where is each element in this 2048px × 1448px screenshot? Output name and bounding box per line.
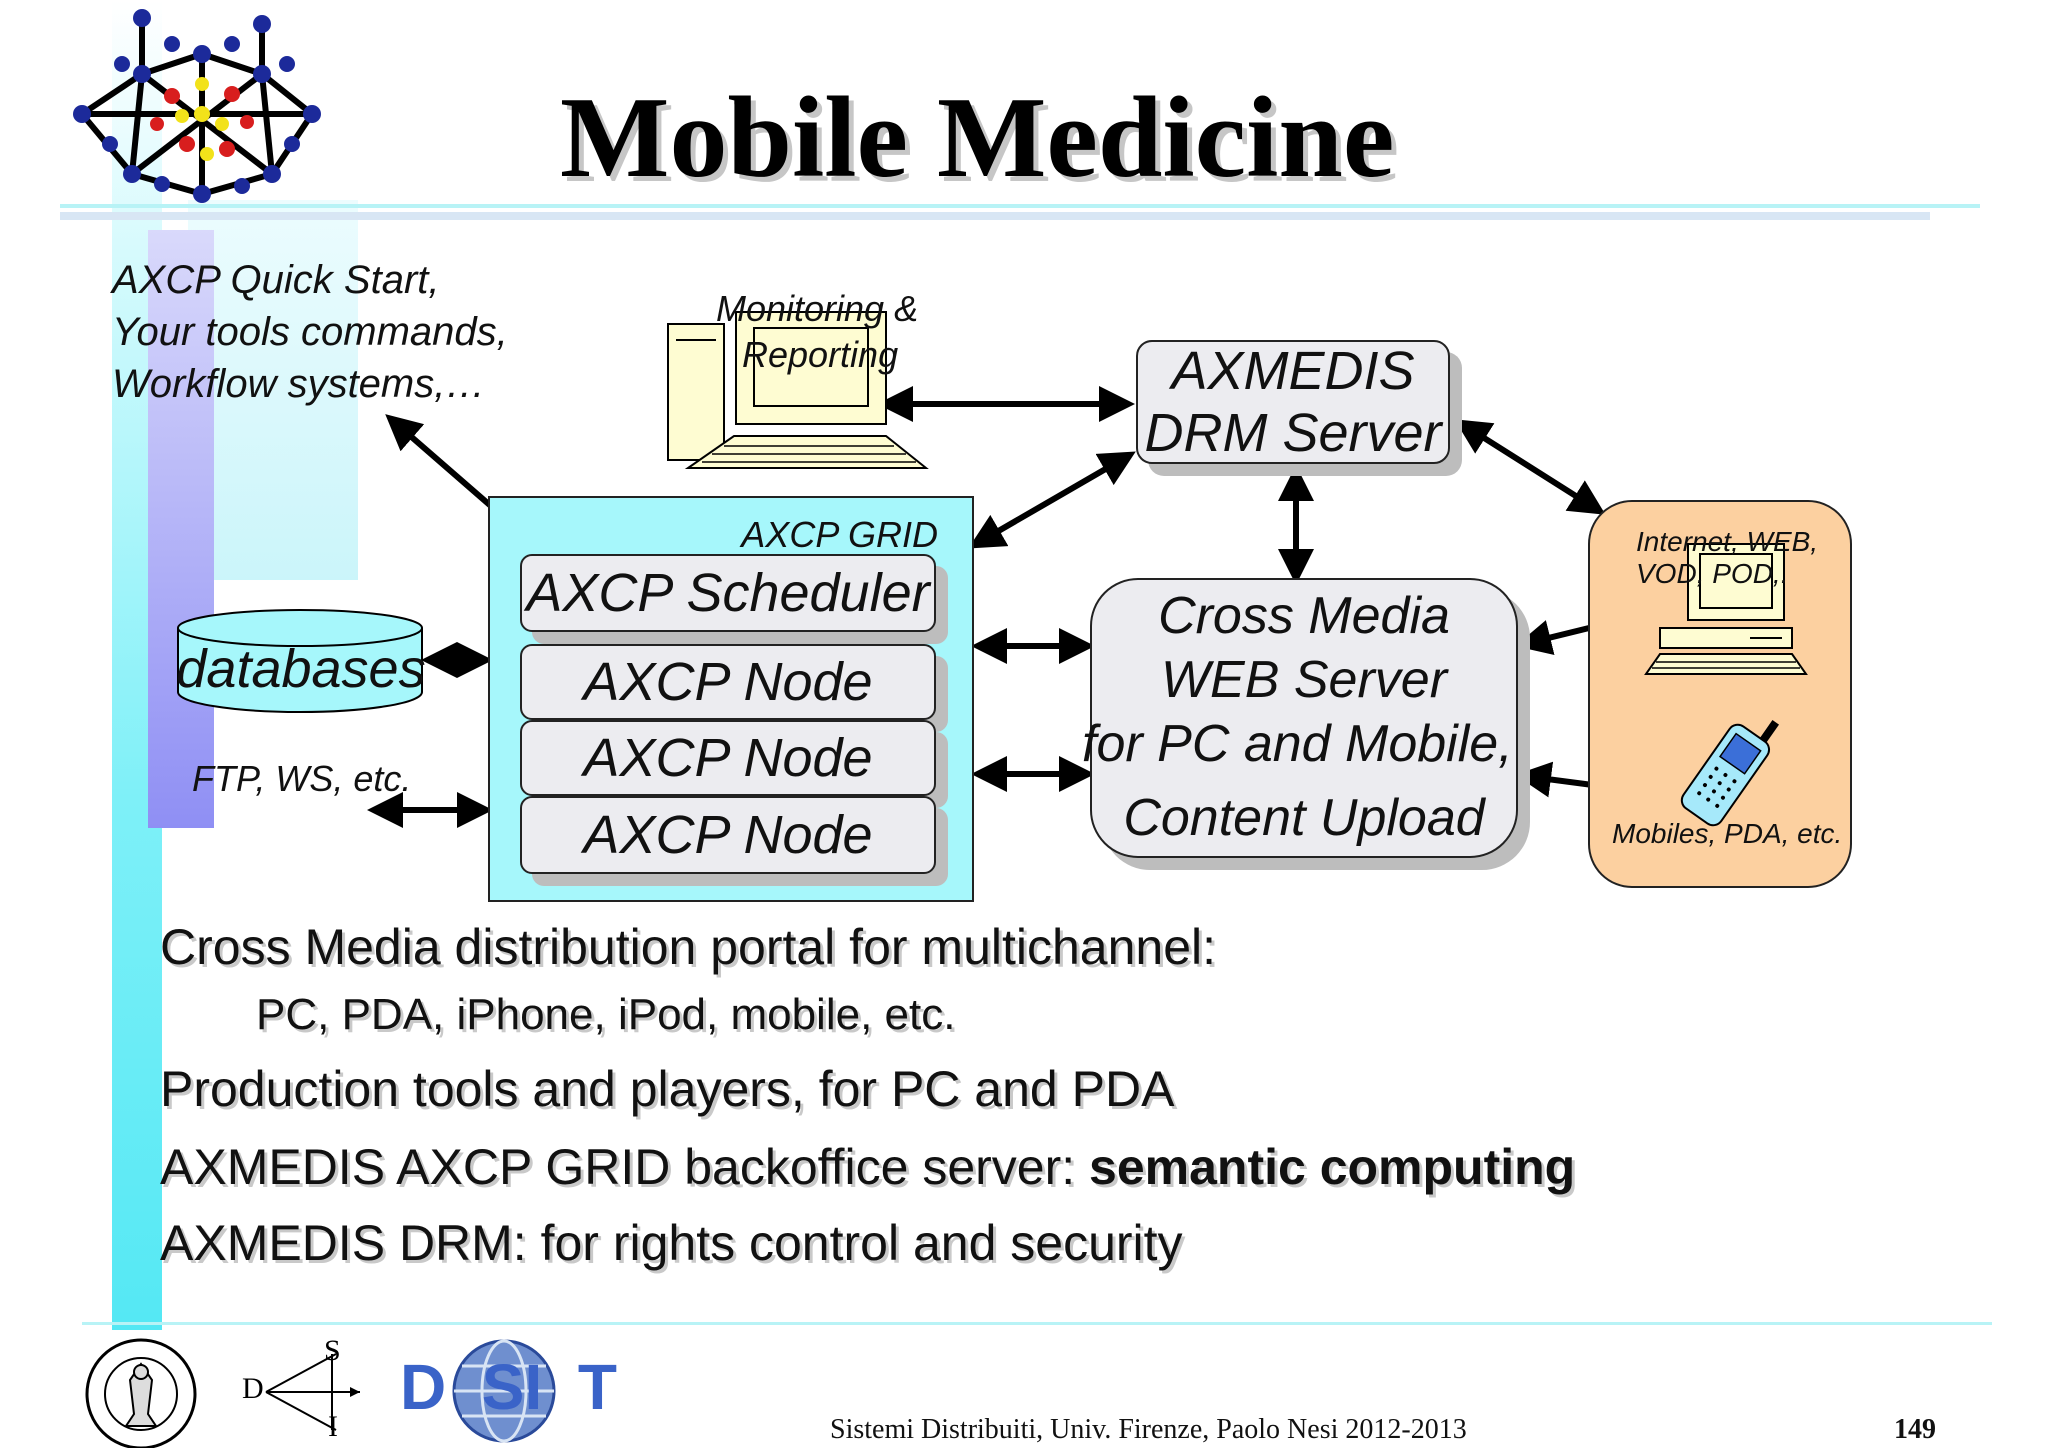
databases-label: databases bbox=[176, 639, 426, 699]
dsi-letter-s: S bbox=[324, 1334, 341, 1367]
drm-server-line-2: DRM Server bbox=[1144, 403, 1442, 463]
axcp-node-1-label: AXCP Node bbox=[583, 652, 873, 712]
axcp-node-3-label: AXCP Node bbox=[583, 805, 873, 865]
ftp-label: FTP, WS, etc. bbox=[192, 758, 412, 799]
tools-text: AXCP Quick Start, Your tools commands, W… bbox=[112, 254, 508, 410]
internet-label: Internet, WEB, VOD, POD,. bbox=[1636, 526, 1818, 590]
university-seal-logo bbox=[85, 1338, 197, 1448]
arrow-grid-drm bbox=[968, 451, 1136, 549]
database-cylinder-icon bbox=[177, 609, 423, 713]
axcp-node-3: AXCP Node bbox=[520, 796, 936, 874]
pc-client-icon bbox=[1644, 543, 1808, 675]
drm-server-line-1: AXMEDIS bbox=[1171, 341, 1415, 401]
bullet-4: AXMEDIS DRM: for rights control and secu… bbox=[160, 1215, 1183, 1271]
disit-globe-icon bbox=[452, 1339, 556, 1443]
axcp-scheduler-box: AXCP Scheduler bbox=[520, 554, 936, 632]
dsi-letter-d: D bbox=[242, 1372, 264, 1405]
monitoring-line-1: Monitoring & bbox=[716, 288, 919, 329]
web-server-line-4: Content Upload bbox=[1123, 789, 1485, 847]
web-server-line-2: WEB Server bbox=[1160, 651, 1448, 709]
monitoring-label: Monitoring & Reporting bbox=[716, 286, 918, 378]
bullet-2: Production tools and players, for PC and… bbox=[160, 1061, 1175, 1117]
footer-citation: Sistemi Distribuiti, Univ. Firenze, Paol… bbox=[830, 1414, 1467, 1445]
bullet-3-bold: semantic computing bbox=[1089, 1139, 1576, 1195]
left-bar-light bbox=[188, 200, 358, 580]
molecule-logo bbox=[73, 9, 321, 203]
axcp-grid-label: AXCP GRID bbox=[741, 514, 938, 555]
tools-line-2: Your tools commands, bbox=[112, 310, 508, 354]
drm-server-box: AXMEDIS DRM Server bbox=[1136, 340, 1450, 464]
monitoring-line-2: Reporting bbox=[742, 334, 899, 375]
tools-line-3: Workflow systems,… bbox=[112, 362, 486, 406]
disit-logo-text: D SI T bbox=[400, 1351, 617, 1423]
bullet-3: AXMEDIS AXCP GRID backoffice server: sem… bbox=[160, 1138, 1575, 1196]
mobiles-label: Mobiles, PDA, etc. bbox=[1612, 818, 1843, 849]
arrow-drm-devices bbox=[1454, 419, 1606, 515]
axcp-scheduler-label: AXCP Scheduler bbox=[526, 563, 930, 623]
web-server-box: Cross Media WEB Server for PC and Mobile… bbox=[1082, 578, 1518, 858]
left-bar-purple bbox=[148, 230, 214, 828]
slide-title: Mobile Medicine bbox=[560, 74, 1395, 202]
title-divider-shadow bbox=[60, 212, 1930, 220]
footer-divider bbox=[82, 1322, 1992, 1325]
internet-line-2: VOD, POD,. bbox=[1636, 558, 1789, 589]
web-server-line-1: Cross Media bbox=[1158, 587, 1450, 645]
bullet-1-sub: PC, PDA, iPhone, iPod, mobile, etc. bbox=[256, 990, 956, 1039]
monitoring-computer-icon bbox=[667, 311, 929, 469]
dsi-letter-i: I bbox=[328, 1410, 338, 1443]
internet-line-1: Internet, WEB, bbox=[1636, 526, 1819, 557]
mobile-phone-icon bbox=[1680, 720, 1780, 827]
bullet-1: Cross Media distribution portal for mult… bbox=[160, 919, 1217, 975]
axcp-node-1: AXCP Node bbox=[520, 644, 936, 720]
dsi-logo bbox=[265, 1353, 360, 1431]
web-server-line-3: for PC and Mobile, bbox=[1082, 715, 1513, 773]
tools-line-1: AXCP Quick Start, bbox=[112, 258, 440, 302]
page-number: 149 bbox=[1894, 1414, 1936, 1445]
bullet-3-plain: AXMEDIS AXCP GRID backoffice server: bbox=[160, 1139, 1090, 1195]
axcp-node-2-label: AXCP Node bbox=[583, 728, 873, 788]
title-divider bbox=[60, 204, 1980, 208]
axcp-node-2: AXCP Node bbox=[520, 720, 936, 796]
